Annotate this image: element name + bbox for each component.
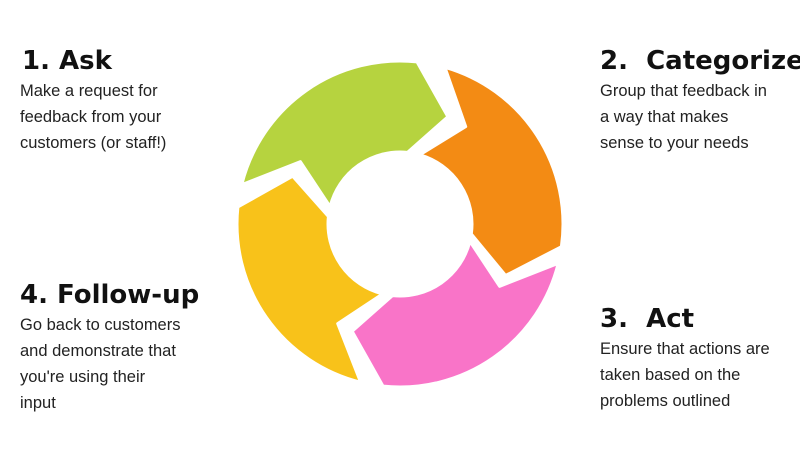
step-ask: 1. Ask Make a request for feedback from … bbox=[20, 46, 166, 156]
ask-segment bbox=[240, 59, 450, 209]
follow-up-segment bbox=[235, 174, 385, 384]
act-segment bbox=[350, 239, 560, 389]
description-line: and demonstrate that bbox=[20, 342, 176, 360]
step-title-categorize: 2. Categorize bbox=[600, 46, 800, 76]
description-line: you're using their bbox=[20, 368, 146, 386]
step-title-ask: 1. Ask bbox=[22, 46, 112, 76]
description-line: Make a request for bbox=[20, 82, 158, 100]
description-line: customers (or staff!) bbox=[20, 134, 167, 152]
step-description-ask: Make a request for feedback from your cu… bbox=[20, 78, 166, 156]
step-categorize: 2. Categorize Group that feedback in a w… bbox=[600, 46, 800, 156]
step-title-act: 3. Act bbox=[600, 304, 695, 334]
description-line: feedback from your bbox=[20, 108, 162, 126]
description-line: taken based on the bbox=[600, 366, 741, 384]
description-line: Group that feedback in bbox=[600, 82, 767, 100]
step-description-categorize: Group that feedback in a way that makes … bbox=[600, 78, 800, 156]
categorize-segment bbox=[418, 65, 565, 277]
description-line: a way that makes bbox=[600, 108, 729, 126]
step-act: 3. Act Ensure that actions are taken bas… bbox=[600, 304, 770, 414]
step-description-act: Ensure that actions are taken based on t… bbox=[600, 336, 770, 414]
description-line: Ensure that actions are bbox=[600, 340, 770, 358]
step-follow-up: 4. Follow-up Go back to customers and de… bbox=[20, 280, 199, 416]
description-line: sense to your needs bbox=[600, 134, 749, 152]
step-title-follow-up: 4. Follow-up bbox=[20, 280, 200, 310]
description-line: Go back to customers bbox=[20, 316, 181, 334]
description-line: input bbox=[20, 394, 56, 412]
description-line: problems outlined bbox=[600, 392, 731, 410]
step-description-follow-up: Go back to customers and demonstrate tha… bbox=[20, 312, 199, 416]
